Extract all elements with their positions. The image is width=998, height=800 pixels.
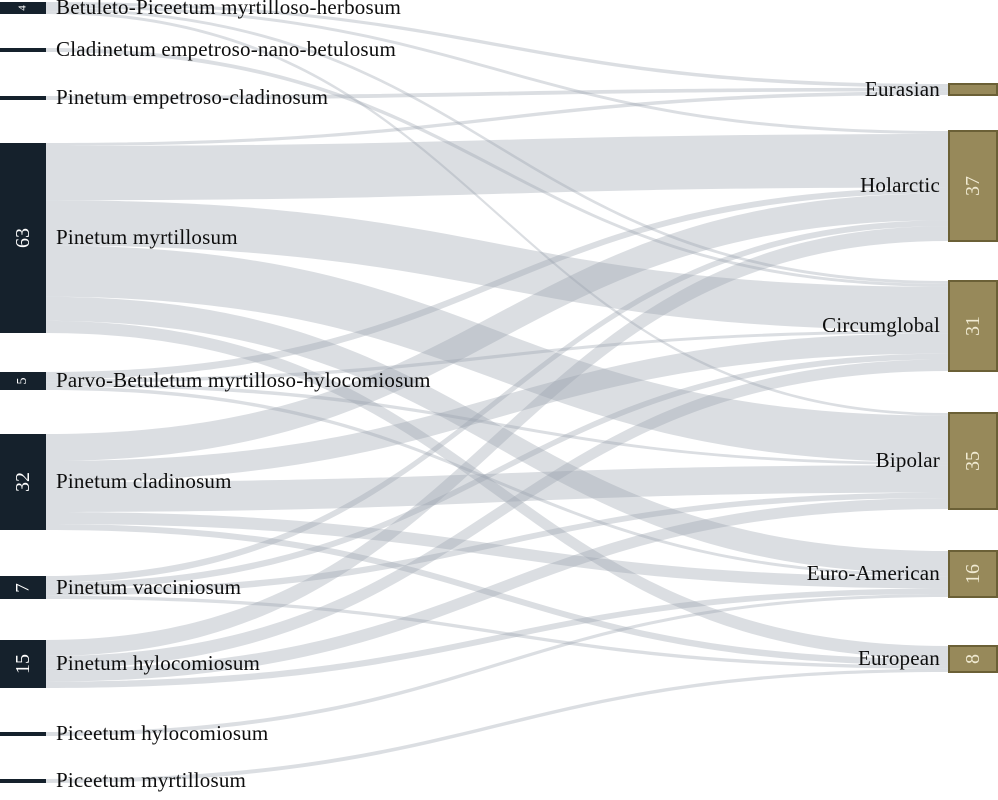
sankey-link	[46, 465, 948, 512]
right-node-label: Holarctic	[860, 173, 940, 197]
sankey-link	[46, 193, 948, 461]
left-node-label: Pinetum myrtillosum	[56, 225, 238, 249]
left-node-8	[0, 732, 46, 736]
sankey-link	[46, 512, 948, 589]
sankey-link	[46, 245, 948, 463]
left-node-label: Pinetum hylocomiosum	[56, 651, 261, 675]
sankey-link	[46, 87, 948, 100]
right-node-label: Eurasian	[864, 76, 940, 101]
sankey-link	[46, 296, 948, 574]
right-node-label: European	[857, 646, 940, 670]
left-node-label: Betuleto-Piceetum myrtilloso-herbosum	[56, 0, 402, 19]
sankey-link	[46, 594, 948, 736]
right-node-label: Circumglobal	[822, 313, 940, 337]
sankey-link	[46, 595, 948, 669]
sankey-link	[46, 353, 948, 590]
left-node-label: Pinetum empetroso-cladinosum	[56, 85, 329, 109]
sankey-link	[46, 386, 948, 577]
sankey-link	[46, 8, 948, 284]
left-node-label: Parvo-Betuletum myrtilloso-hylocomiosum	[56, 368, 431, 392]
sankey-link	[46, 2, 948, 88]
sankey-link	[46, 200, 948, 331]
right-node-value: 31	[962, 316, 984, 336]
sankey-link	[46, 48, 948, 287]
sankey-link	[46, 524, 948, 666]
sankey-link	[46, 330, 948, 383]
left-node-1	[0, 48, 46, 52]
right-node-1: 37	[948, 130, 998, 242]
left-node-2	[0, 96, 46, 100]
sankey-link	[46, 588, 948, 688]
sankey-link	[46, 5, 948, 134]
right-node-value: 37	[962, 176, 984, 196]
sankey-link	[46, 382, 948, 466]
right-node-label: Bipolar	[875, 448, 940, 472]
right-node-4: 16	[948, 550, 998, 598]
left-node-label: Pinetum cladinosum	[56, 469, 232, 493]
left-node-4: 5	[0, 372, 46, 390]
left-node-value: 15	[12, 654, 34, 674]
left-node-5: 32	[0, 434, 46, 530]
left-node-label: Piceetum hylocomiosum	[56, 721, 269, 745]
sankey-link	[46, 220, 948, 583]
right-node-5: 8	[948, 645, 998, 673]
right-node-3: 35	[948, 412, 998, 510]
left-node-7: 15	[0, 640, 46, 688]
right-node-value: 8	[962, 654, 984, 664]
sankey-link	[46, 359, 948, 669]
left-node-6: 7	[0, 576, 46, 599]
right-node-label: Euro-American	[806, 561, 940, 585]
right-node-value: 16	[962, 564, 984, 584]
sankey-link	[46, 333, 948, 482]
right-node-2: 31	[948, 280, 998, 372]
right-node-0	[948, 83, 998, 96]
left-node-label: Cladinetum empetroso-nano-betulosum	[56, 37, 397, 61]
left-node-value: 4	[16, 5, 29, 11]
sankey-link	[46, 187, 948, 380]
sankey-link	[46, 668, 948, 783]
sankey-link	[46, 320, 948, 659]
sankey-link	[46, 226, 948, 656]
sankey-link	[46, 492, 948, 596]
left-node-value: 63	[12, 228, 34, 248]
right-node-value: 35	[962, 451, 984, 471]
left-node-3: 63	[0, 143, 46, 333]
sankey-link	[46, 134, 948, 201]
sankey-link	[46, 91, 948, 146]
left-node-label: Pinetum vacciniosum	[56, 574, 242, 599]
left-node-value: 5	[15, 377, 30, 385]
left-node-value: 32	[12, 472, 34, 492]
sankey-link	[46, 498, 948, 682]
left-node-value: 7	[12, 582, 34, 593]
sankey-link	[46, 11, 948, 416]
left-node-label: Piceetum myrtillosum	[56, 768, 247, 792]
left-node-0: 4	[0, 2, 46, 14]
left-node-9	[0, 779, 46, 783]
